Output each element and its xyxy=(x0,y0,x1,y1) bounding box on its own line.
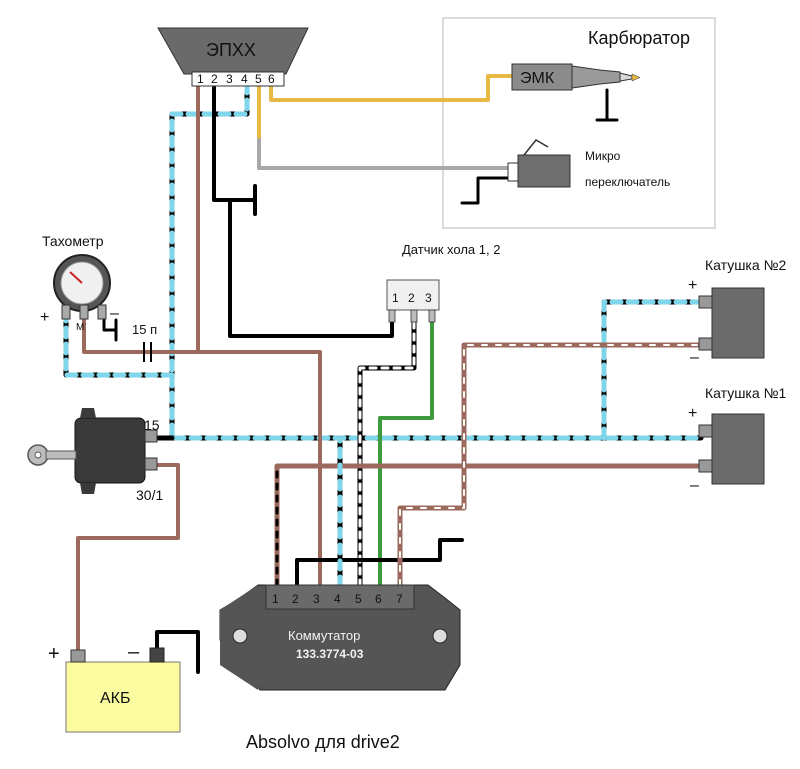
hall-pin-3: 3 xyxy=(425,291,432,305)
hall-pin-1: 1 xyxy=(392,291,399,305)
wire-battery-ground xyxy=(155,630,200,674)
wires xyxy=(63,74,704,674)
commutator-pin-7: 7 xyxy=(396,592,403,606)
wire-emk-ground xyxy=(595,88,619,122)
coil2-label: Катушка №2 xyxy=(705,257,787,273)
commutator-pin-3: 3 xyxy=(313,592,320,606)
micro-label-1: Микро xyxy=(585,149,621,163)
wire-commutator-coil1 xyxy=(274,463,704,588)
wire-epxx-microswitch xyxy=(257,82,510,170)
emk-valve: ЭМК xyxy=(511,63,641,91)
wire-plus-15 xyxy=(63,81,704,441)
micro-label-2: переключатель xyxy=(585,175,670,189)
capacitor-label: 15 п xyxy=(132,322,157,337)
commutator-label: Коммутатор xyxy=(288,628,360,643)
hall-label: Датчик хола 1, 2 xyxy=(402,242,500,257)
commutator-pin-4: 4 xyxy=(334,592,341,606)
battery-minus: – xyxy=(128,641,140,663)
coil2-minus: – xyxy=(690,349,699,366)
battery: АКБ + – xyxy=(48,641,181,733)
coil2-plus: + xyxy=(688,277,697,294)
coil1-plus: + xyxy=(688,405,697,422)
epxx-label: ЭПХХ xyxy=(206,40,256,60)
key-icon xyxy=(27,444,77,466)
epxx-pin-5: 5 xyxy=(255,72,262,86)
wire-battery-ignition xyxy=(76,463,180,652)
epxx-pin-2: 2 xyxy=(211,72,218,86)
tacho-plus: + xyxy=(40,309,49,326)
tacho-m: М xyxy=(76,322,84,333)
wire-commutator-ground xyxy=(295,538,464,587)
wire-micro-ground xyxy=(460,176,510,205)
tacho-label: Тахометр xyxy=(42,233,104,249)
wire-commutator-coil2 xyxy=(397,342,704,588)
commutator-pin-1: 1 xyxy=(272,592,279,606)
commutator-pin-6: 6 xyxy=(375,592,382,606)
commutator-model: 133.3774-03 xyxy=(296,647,364,661)
carburetor-title: Карбюратор xyxy=(588,28,690,48)
carburetor-box: Карбюратор xyxy=(442,17,716,229)
ignition-switch: 15 30/1 xyxy=(27,408,163,503)
emk-label: ЭМК xyxy=(520,70,555,87)
battery-label: АКБ xyxy=(100,690,131,707)
ignition-15: 15 xyxy=(144,417,160,433)
credit-text: Absolvo для drive2 xyxy=(246,732,400,752)
micro-switch: Микро переключатель xyxy=(507,139,670,189)
epxx-pin-4: 4 xyxy=(241,72,248,86)
tachometer: Тахометр + М – 15 п xyxy=(40,233,157,337)
epxx-pin-6: 6 xyxy=(268,72,275,86)
wire-hall-signal xyxy=(357,319,417,588)
ignition-30: 30/1 xyxy=(136,487,163,503)
wire-epxx-emk xyxy=(269,74,514,102)
epxx-pin-1: 1 xyxy=(197,72,204,86)
epxx-pin-3: 3 xyxy=(226,72,233,86)
wire-tacho-cap xyxy=(102,318,174,362)
commutator-pin-5: 5 xyxy=(355,592,362,606)
commutator-pin-2: 2 xyxy=(292,592,299,606)
epxx-valve: ЭПХХ 1 2 3 4 5 6 xyxy=(157,27,309,87)
coil-2: Катушка №2 + – xyxy=(688,257,787,366)
wire-epxx-ground xyxy=(212,82,394,338)
hall-sensor: Датчик хола 1, 2 1 2 3 xyxy=(386,242,500,323)
wire-hall-supply xyxy=(378,320,434,587)
tacho-minus: – xyxy=(110,305,119,322)
coil1-label: Катушка №1 xyxy=(705,385,787,401)
coil1-minus: – xyxy=(690,477,699,494)
battery-plus: + xyxy=(48,643,60,665)
hall-pin-2: 2 xyxy=(408,291,415,305)
coil-1: Катушка №1 + – xyxy=(688,385,787,494)
commutator: 1 2 3 4 5 6 7 Коммутатор 133.3774-03 xyxy=(219,584,461,691)
